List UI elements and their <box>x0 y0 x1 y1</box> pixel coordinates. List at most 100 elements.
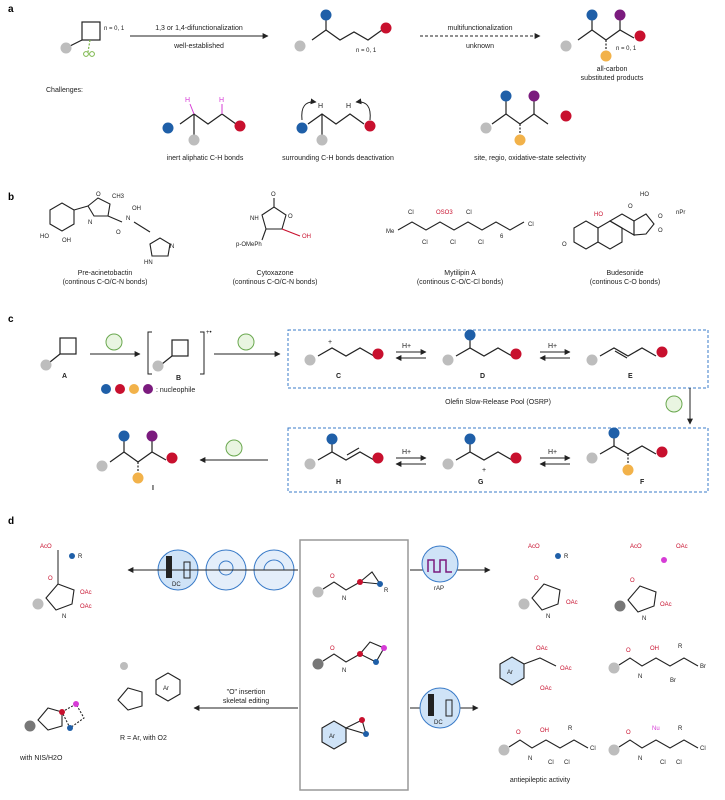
p9-n: N <box>638 756 642 762</box>
compound-2-note: (continous C-O/C-N bonds) <box>233 279 318 286</box>
antiepileptic-label: antiepileptic activity <box>510 777 571 784</box>
p8-cl1: Cl <box>590 746 596 752</box>
label-h: H <box>336 479 341 486</box>
product-left-top: O N AcO R OAc OAc <box>32 544 92 620</box>
p7-o: O <box>626 648 631 654</box>
p5-ar: Ar <box>163 686 169 692</box>
o-insert-1: "O" insertion <box>227 689 266 696</box>
label-b: B <box>176 375 181 382</box>
p1-aco: AcO <box>40 544 52 550</box>
panel-c-label: c <box>8 314 14 325</box>
p7-r: R <box>678 644 683 650</box>
cy-o2: O <box>288 214 293 220</box>
p2-o: O <box>534 576 539 582</box>
p7-br2: Br <box>670 678 676 684</box>
p6-oac1: OAc <box>536 646 548 652</box>
my-cl2: Cl <box>422 240 428 246</box>
s1-o: O <box>330 574 335 580</box>
p1-n: N <box>62 614 66 620</box>
product-label-2: substituted products <box>581 75 644 82</box>
pa-o2: O <box>116 230 121 236</box>
substrate-3: Ar <box>321 717 369 750</box>
pre-acinetobactin-structure: O N CH3 O N OH HN N HO OH Pre-acinetobac… <box>40 192 174 286</box>
pa-n3: N <box>170 244 174 250</box>
p7-n: N <box>638 674 642 680</box>
my-six: 6 <box>500 234 504 240</box>
species-g: + G <box>442 433 522 486</box>
label-a: A <box>62 373 67 380</box>
p2-r: R <box>564 554 569 560</box>
p3-oac1: OAc <box>676 544 688 550</box>
photocat-icon-4 <box>225 439 243 457</box>
compound-4-note: (continous C-O bonds) <box>590 279 660 286</box>
n-label: n = 0, 1 <box>104 26 125 32</box>
compound-1-name: Pre-acinetobactin <box>78 270 133 277</box>
h-plus-4: H+ <box>548 449 557 456</box>
product-right-top-1: O N AcO R OAc <box>518 544 578 620</box>
compound-4-name: Budesonide <box>607 270 644 277</box>
pa-ch3: CH3 <box>112 194 125 200</box>
challenge-3-structure: site, regio, oxidative-state selectivity <box>474 90 586 162</box>
p7-br1: Br <box>700 664 706 670</box>
challenge-1-structure: H H inert aliphatic C-H bonds <box>162 97 246 162</box>
panel-a-label: a <box>8 4 14 15</box>
my-cl5: Cl <box>478 240 484 246</box>
p9-r: R <box>678 726 683 732</box>
pa-ho: HO <box>40 234 49 240</box>
p2-n: N <box>546 614 550 620</box>
p8-cl2: Cl <box>548 760 554 766</box>
p2-oac: OAc <box>566 600 578 606</box>
bu-o: O <box>562 242 567 248</box>
bu-npr: nPr <box>676 210 685 216</box>
nis-label: with NIS/H2O <box>19 755 63 762</box>
species-b: +• B <box>147 330 212 382</box>
o-insert-2: skeletal editing <box>223 698 269 705</box>
svg-text:+: + <box>328 339 332 346</box>
product-left-bottom-2: Ar R = Ar, with O2 <box>117 662 181 742</box>
substrate-1: O N R <box>312 571 389 602</box>
radical-cation: +• <box>206 330 212 336</box>
osrp-bottom-box <box>287 427 709 493</box>
nucleophile-legend: : nucleophile <box>101 384 195 394</box>
p9-cl1: Cl <box>700 746 706 752</box>
panel-b-label: b <box>8 192 14 203</box>
product-right-bottom-1: Ar OAc OAc OAc <box>499 646 572 692</box>
bu-o3: O <box>658 214 663 220</box>
bu-ho2: HO <box>640 192 649 198</box>
label-i: I <box>152 485 154 492</box>
species-d: D <box>442 329 522 380</box>
product-label-1: all-carbon <box>597 66 628 73</box>
compound-3-note: (continous C-O/C-Cl bonds) <box>417 279 503 286</box>
cytoxazone-structure: O O NH OH p-OMePh Cytoxazone (continous … <box>233 192 318 286</box>
product-right-top-2: O N AcO OAc OAc <box>614 544 688 622</box>
panel-d: d O N R O N Ar <box>8 516 706 791</box>
pa-n2: N <box>126 216 130 222</box>
p1-oac1: OAc <box>80 590 92 596</box>
label-g: G <box>478 479 484 486</box>
p3-aco: AcO <box>630 544 642 550</box>
h-plus-2: H+ <box>548 343 557 350</box>
s2-n: N <box>342 668 346 674</box>
h-plus-3: H+ <box>402 449 411 456</box>
p3-oac2: OAc <box>660 602 672 608</box>
p1-oac2: OAc <box>80 604 92 610</box>
my-cl3: Cl <box>450 240 456 246</box>
mytilipin-structure: Me Cl Cl OSO3 Cl Cl Cl 6 Cl Mytilipin A … <box>386 210 534 286</box>
dc-label-2: DC <box>434 720 443 726</box>
h-plus-1: H+ <box>402 343 411 350</box>
my-oso3: OSO3 <box>436 210 453 216</box>
p9-cl2: Cl <box>660 760 666 766</box>
h-label-4: H <box>346 103 351 110</box>
my-cl6: Cl <box>528 222 534 228</box>
challenge-1: inert aliphatic C-H bonds <box>167 155 244 162</box>
panel-b: b O N CH3 O N OH HN N HO OH Pre-acinetob… <box>8 192 685 286</box>
cy-oh: OH <box>302 234 311 240</box>
arrow1-top: 1,3 or 1,4-difunctionalization <box>155 25 243 32</box>
product-left-bottom-1: with NIS/H2O <box>19 701 85 762</box>
budesonide-structure: O HO HO O O O nPr Budesonide (continous … <box>562 192 685 286</box>
panel-c: c A +• B + C <box>8 314 709 493</box>
label-f: F <box>640 479 645 486</box>
p8-oh: OH <box>540 728 549 734</box>
nucleophile-label: : nucleophile <box>156 387 195 394</box>
